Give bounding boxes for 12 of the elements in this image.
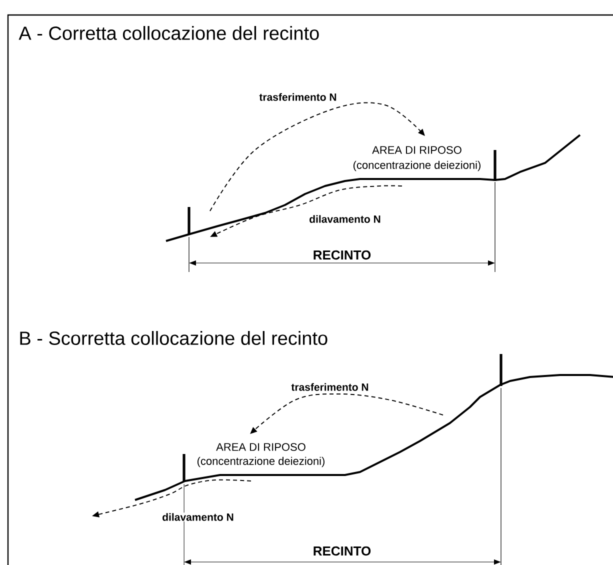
area-label: (concentrazione deiezioni) [352, 160, 482, 172]
area-label: AREA DI RIPOSO [372, 146, 462, 154]
dimension-label: RECINTO [312, 250, 372, 260]
area-label: AREA DI RIPOSO [216, 442, 306, 452]
panel-title: B - Scorretta collocazione del recinto [18, 330, 329, 346]
area-label: (concentrazione deiezioni) [196, 456, 326, 468]
flow-label: dilavamento N [162, 512, 234, 522]
flow-label: trasferimento N [258, 92, 338, 102]
dimension-label: RECINTO [312, 546, 372, 556]
flow-label: trasferimento N [290, 382, 370, 392]
panel-title: A - Corretta collocazione del recinto [18, 26, 320, 40]
flow-label: dilavamento N [308, 214, 382, 224]
